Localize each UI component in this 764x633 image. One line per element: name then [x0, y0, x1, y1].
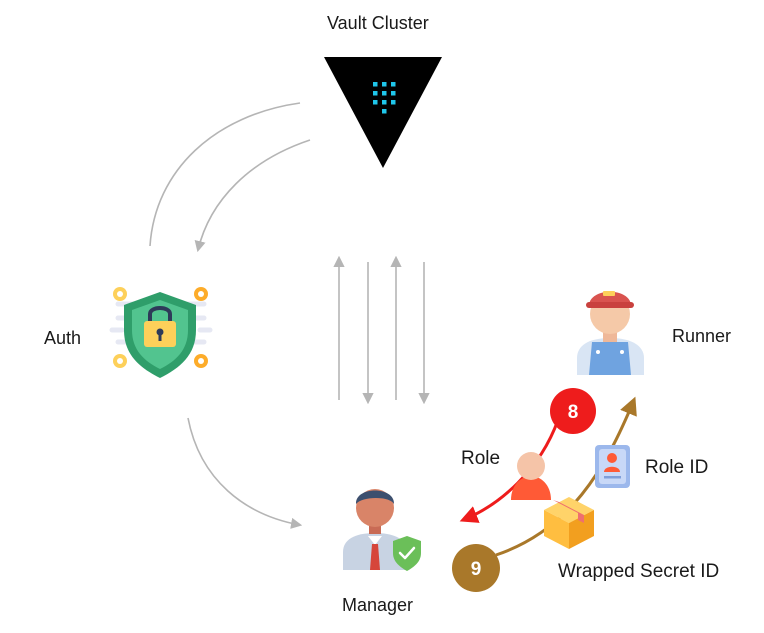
step-8-number: 8: [568, 402, 579, 423]
wrapped-secret-arrow: [495, 396, 637, 557]
role-id-label: Role ID: [645, 457, 709, 478]
step-8-badge: 8: [550, 388, 596, 434]
vault-to-auth-arrow: [194, 139, 311, 253]
role-flow: 8: [459, 388, 596, 523]
runner-label: Runner: [672, 326, 732, 346]
wrapped-secret-flow: 9: [452, 396, 637, 592]
package-icon: [544, 497, 594, 549]
vault-logo-icon: [324, 57, 442, 168]
step-9-number: 9: [471, 559, 482, 580]
step-9-badge: 9: [452, 544, 500, 592]
wrapped-secret-id-label: Wrapped Secret ID: [558, 561, 720, 582]
worker-icon: [577, 291, 644, 375]
manager-icon: [343, 489, 421, 571]
auth-to-manager-arrow: [187, 417, 303, 529]
id-card-icon: [595, 445, 630, 488]
role-label: Role: [461, 448, 501, 469]
manager-label: Manager: [342, 595, 414, 615]
auth-label: Auth: [44, 328, 82, 348]
auth-to-vault-arrow: [149, 102, 301, 247]
connectors: [149, 102, 430, 529]
vault-cluster-label: Vault Cluster: [327, 13, 429, 33]
shield-lock-icon: [109, 287, 213, 378]
person-icon: [511, 452, 551, 500]
